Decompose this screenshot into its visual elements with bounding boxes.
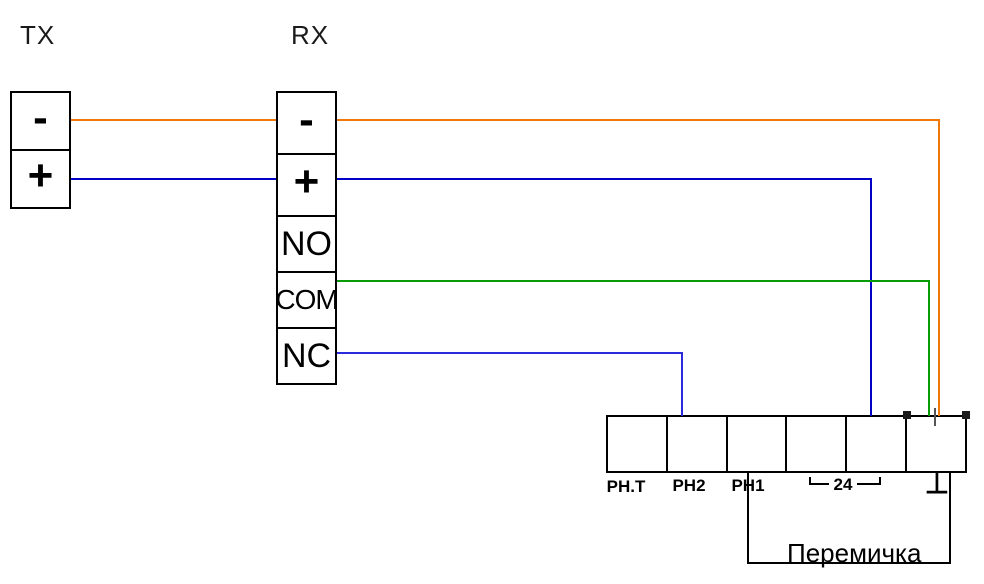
wire-nc-rx-strip: [337, 352, 683, 416]
rx-title: RX: [291, 20, 330, 50]
strip-cell-rnt: [608, 417, 666, 471]
rx-terminal-minus: -: [299, 95, 314, 144]
wire-minus-rx-strip: [337, 119, 940, 416]
tx-title: TX: [20, 20, 56, 50]
rx-terminal-block: - + NO COM NC: [276, 91, 337, 385]
tx-terminal-block: - +: [10, 91, 71, 209]
strip-label-24: 24: [833, 475, 853, 494]
strip-cell-rn1: [725, 417, 786, 471]
strip-cell-24a: [785, 417, 845, 471]
ground-symbol: ⊥: [924, 468, 950, 499]
strip-label-rn1: РН1: [731, 476, 765, 495]
strip-label-rn2: РН2: [672, 476, 706, 495]
strip-label-rnt: РН.Т: [606, 477, 646, 496]
strip-cell-gnd: [905, 417, 965, 471]
bottom-terminal-strip: [606, 415, 967, 473]
rx-terminal-nc: NC: [278, 327, 335, 383]
rx-terminal-plus: +: [278, 153, 335, 215]
strip-cell-24b: [845, 417, 905, 471]
wire-com-rx-strip: [337, 280, 930, 416]
wire-plus-rx-strip: [337, 178, 872, 416]
jumper-label: Перемичка: [787, 538, 922, 568]
tx-terminal-minus: -: [33, 93, 48, 142]
tx-terminal-plus: +: [12, 149, 69, 207]
rx-terminal-no: NO: [278, 215, 335, 271]
rx-terminal-com: COM: [278, 271, 335, 327]
strip-cell-rn2: [665, 417, 726, 471]
